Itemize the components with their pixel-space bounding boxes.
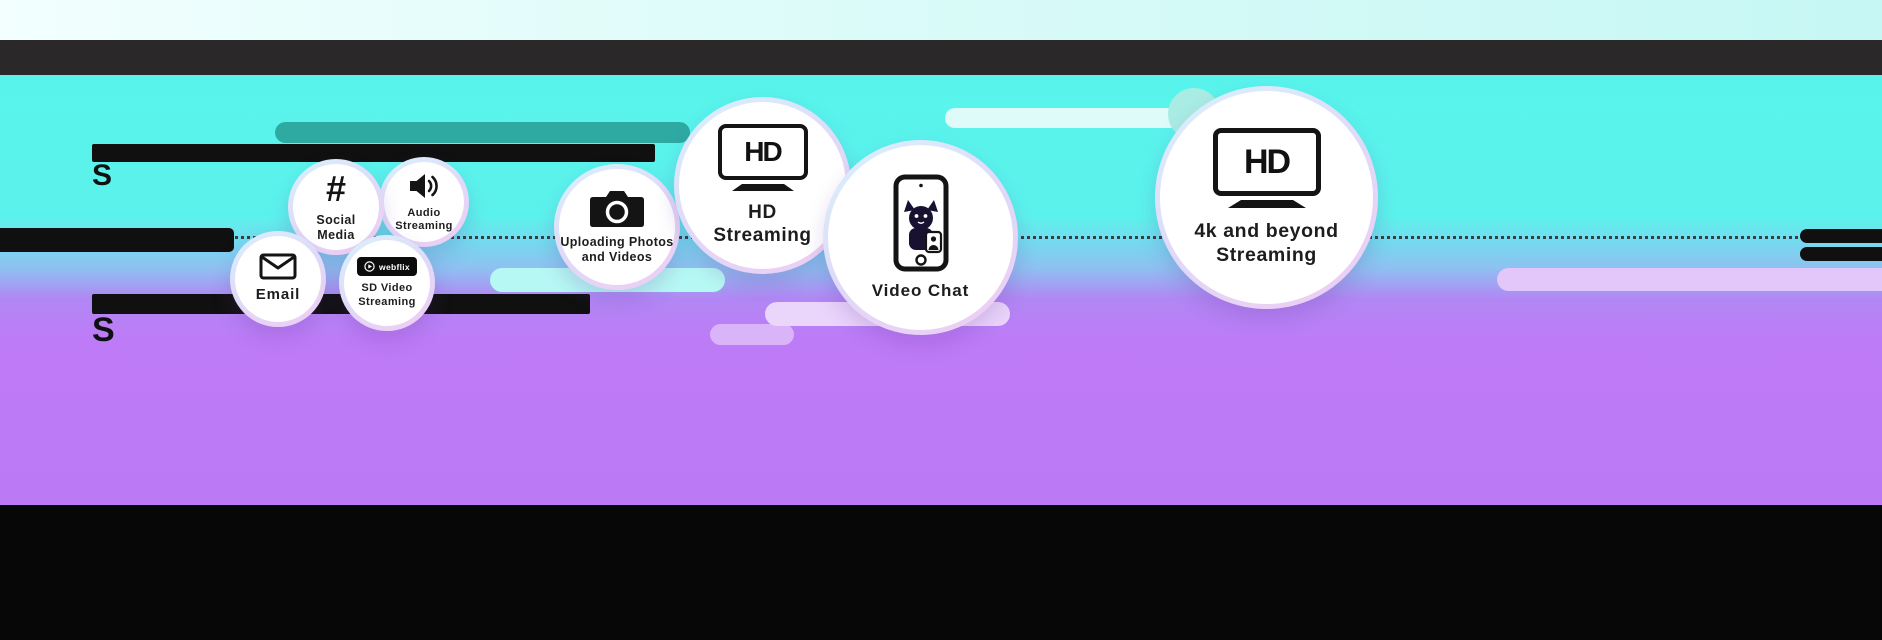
video-chat-phone-icon [892,174,950,272]
bubble-label: Uploading Photos and Videos [560,234,674,264]
redacted-heading-bar-bottom [92,294,590,314]
heading-letter-top: S [92,159,113,192]
header-bar [0,40,1882,75]
hashtag-icon: # [325,167,347,209]
bubble-video-chat: Video Chat [823,140,1018,335]
hd-tv-icon: HD [717,123,808,191]
webflix-logo-text: webflix [379,261,410,272]
bubble-label: SD Video Streaming [358,282,416,308]
bubble-label: Video Chat [871,280,970,300]
bubble-label: Audio Streaming [395,206,453,232]
bubble-uploading-photos-videos: Uploading Photos and Videos [554,164,680,290]
tv-stand [1227,199,1306,208]
bubble-audio-streaming: Audio Streaming [379,157,469,247]
decor-pill-white [945,108,1180,128]
top-strip [0,0,1882,40]
bubble-label: Social Media [316,212,356,242]
bubble-label: Email [255,286,301,304]
heading-letter-bottom: S [92,311,115,349]
bubble-label: HD Streaming [713,201,812,246]
redacted-label-bar-right-1 [1800,229,1882,243]
envelope-icon [259,253,297,280]
bubble-label: 4k and beyond Streaming [1194,219,1339,266]
bubble-sd-video-streaming: webflix SD Video Streaming [339,235,435,331]
tv-stand [731,183,794,191]
bubble-4k-streaming: HD 4k and beyond Streaming [1155,86,1378,309]
decor-pill-dark-teal [275,122,690,143]
speaker-icon [408,171,440,201]
camera-icon [589,189,645,229]
bubble-hd-streaming: HD HD Streaming [674,97,851,274]
tv-screen-text: HD [744,135,782,167]
decor-pill-purple [710,324,794,345]
redacted-label-bar-left [0,228,234,252]
tv-screen-text: HD [1243,142,1291,181]
decor-pill-lavender-right [1497,268,1882,291]
footer-bar [0,505,1882,640]
hd-tv-icon: HD [1212,127,1321,208]
webflix-logo-icon: webflix [357,257,417,277]
redacted-label-bar-right-2 [1800,247,1882,261]
bubble-email: Email [230,231,326,327]
redacted-heading-bar-top [92,144,655,162]
